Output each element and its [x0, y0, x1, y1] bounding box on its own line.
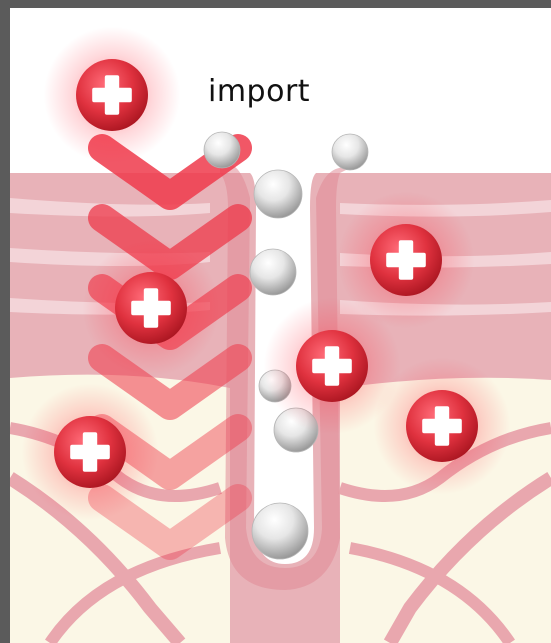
diagram-canvas: import	[10, 8, 551, 643]
red-cross-ball-icon	[83, 240, 220, 377]
red-cross-ball-icon	[22, 384, 159, 521]
silver-pearl-icon	[254, 170, 302, 218]
import-label: import	[208, 74, 310, 109]
silver-pearl-icon	[204, 132, 240, 168]
red-cross-ball-icon	[44, 27, 181, 164]
silver-pearl-icon	[332, 134, 368, 170]
silver-pearl-icon	[252, 503, 308, 559]
red-cross-ball-icon	[374, 358, 511, 495]
silver-pearl-icon	[250, 249, 296, 295]
